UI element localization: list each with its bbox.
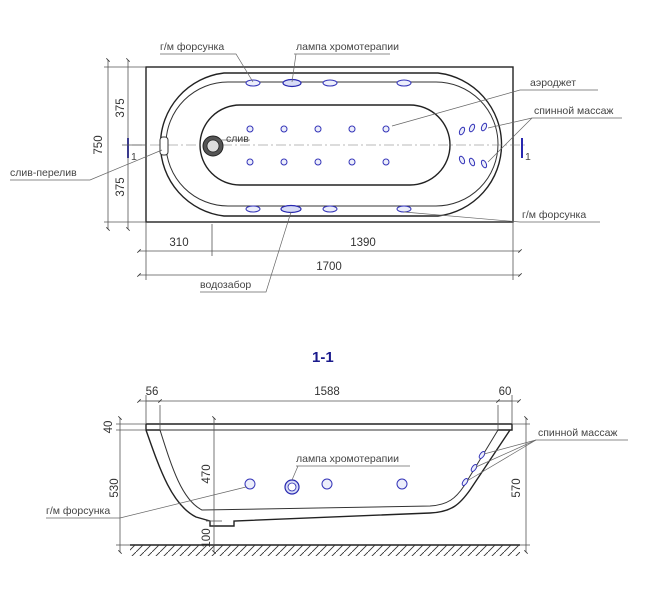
label-water-intake: водозабор <box>200 279 251 291</box>
plan-outer-rim <box>145 66 514 223</box>
top-nozzles <box>245 78 412 88</box>
section-spinal-jet-icon <box>461 478 469 486</box>
label-chromo-lamp-top: лампа хромотерапии <box>296 41 399 53</box>
section-mark-right: 1 <box>521 138 531 163</box>
dim-basin-length: 1390 <box>350 237 376 249</box>
section-shell-outer <box>145 429 511 527</box>
section-nozzle-icon <box>396 478 408 490</box>
aerojet-icon <box>280 125 288 133</box>
nozzle-icon <box>322 79 338 87</box>
dim-half-width-bottom: 375 <box>115 177 127 196</box>
section-nozzle-icon <box>321 478 333 490</box>
dim-half-width-top: 375 <box>115 98 127 117</box>
overflow-icon <box>159 136 169 156</box>
label-aerojet: аэроджет <box>530 77 576 89</box>
label-section-spinal-massage: спинной массаж <box>538 427 617 439</box>
aerojet-icon <box>348 125 356 133</box>
section-shell-inner <box>159 429 499 511</box>
nozzle-icon <box>396 79 412 87</box>
plan-bowl-inner <box>165 81 499 207</box>
spinal-jet-icon <box>468 157 476 167</box>
section-right-dims: 570 <box>511 416 530 554</box>
plan-view: 1 1 375 375 750 310 1390 1700 <box>10 41 622 293</box>
spinal-jet-icon <box>458 155 466 165</box>
aerojet-icon <box>382 158 390 166</box>
dim-rim-left: 56 <box>146 386 159 398</box>
plan-horizontal-dims: 310 1390 1700 <box>137 222 522 280</box>
label-drain: слив <box>226 133 249 145</box>
section-spinal-jet-icon <box>478 451 486 459</box>
spinal-jet-icon <box>480 122 488 132</box>
section-rim-left <box>145 424 160 431</box>
dim-overall-height: 530 <box>109 478 121 497</box>
section-top-dims: 56 1588 60 <box>137 386 521 430</box>
section-title: 1-1 <box>312 349 334 366</box>
spinal-jet-icon <box>458 126 466 136</box>
aerojet-icon <box>280 158 288 166</box>
nozzle-icon <box>396 205 412 213</box>
dim-total-width: 750 <box>93 135 105 154</box>
aerojet-icon <box>246 158 254 166</box>
label-section-chromo-lamp: лампа хромотерапии <box>296 453 399 465</box>
aerojets <box>246 125 390 166</box>
label-overflow: слив-перелив <box>10 167 77 179</box>
label-section-gm-nozzle: г/м форсунка <box>46 505 110 517</box>
section-mark-left: 1 <box>127 138 137 163</box>
plan-vertical-dims: 375 375 750 <box>93 58 146 231</box>
chromo-lamp-icon <box>282 78 302 88</box>
dim-back-height: 570 <box>511 478 523 497</box>
aerojet-icon <box>382 125 390 133</box>
dim-head-offset: 310 <box>169 237 188 249</box>
section-rim-right <box>498 424 513 431</box>
aerojet-icon <box>314 125 322 133</box>
dim-leg-height: 100 <box>201 528 213 547</box>
aerojet-icon <box>246 125 254 133</box>
dim-total-length: 1700 <box>316 261 342 273</box>
bottom-nozzles <box>245 204 412 214</box>
aerojet-icon <box>314 158 322 166</box>
label-spinal-massage: спинной массаж <box>534 105 613 117</box>
section-view: 1-1 56 1588 <box>46 349 628 556</box>
section-nozzle-icon <box>244 478 256 490</box>
spinal-jet-icon <box>468 123 476 133</box>
floor-hatch <box>130 545 520 556</box>
section-mark-right-label: 1 <box>525 151 531 163</box>
label-gm-nozzle-top: г/м форсунка <box>160 41 224 53</box>
section-left-dims: 40 530 470 100 <box>103 416 222 554</box>
plan-callouts: г/м форсунка лампа хромотерапии аэроджет… <box>10 41 622 293</box>
section-chromo-lamp-inner-icon <box>287 482 297 492</box>
section-mark-left-label: 1 <box>131 151 137 163</box>
water-intake-icon <box>280 204 302 214</box>
drain-inner-icon <box>206 139 220 153</box>
dim-basin-depth: 470 <box>201 464 213 483</box>
dim-inner-length: 1588 <box>314 386 340 398</box>
spinal-jets-plan <box>458 122 488 169</box>
dim-rim-thickness: 40 <box>103 421 115 434</box>
section-callouts: лампа хромотерапии спинной массаж г/м фо… <box>46 427 628 519</box>
section-spinal-jet-icon <box>470 464 478 472</box>
spinal-jet-icon <box>480 159 488 169</box>
nozzle-icon <box>245 205 261 213</box>
nozzle-icon <box>245 79 261 87</box>
nozzle-icon <box>322 205 338 213</box>
plan-basin <box>199 104 451 186</box>
aerojet-icon <box>348 158 356 166</box>
label-gm-nozzle-bottom: г/м форсунка <box>522 209 586 221</box>
dim-rim-right: 60 <box>499 386 512 398</box>
plan-bowl-outline <box>159 72 503 217</box>
